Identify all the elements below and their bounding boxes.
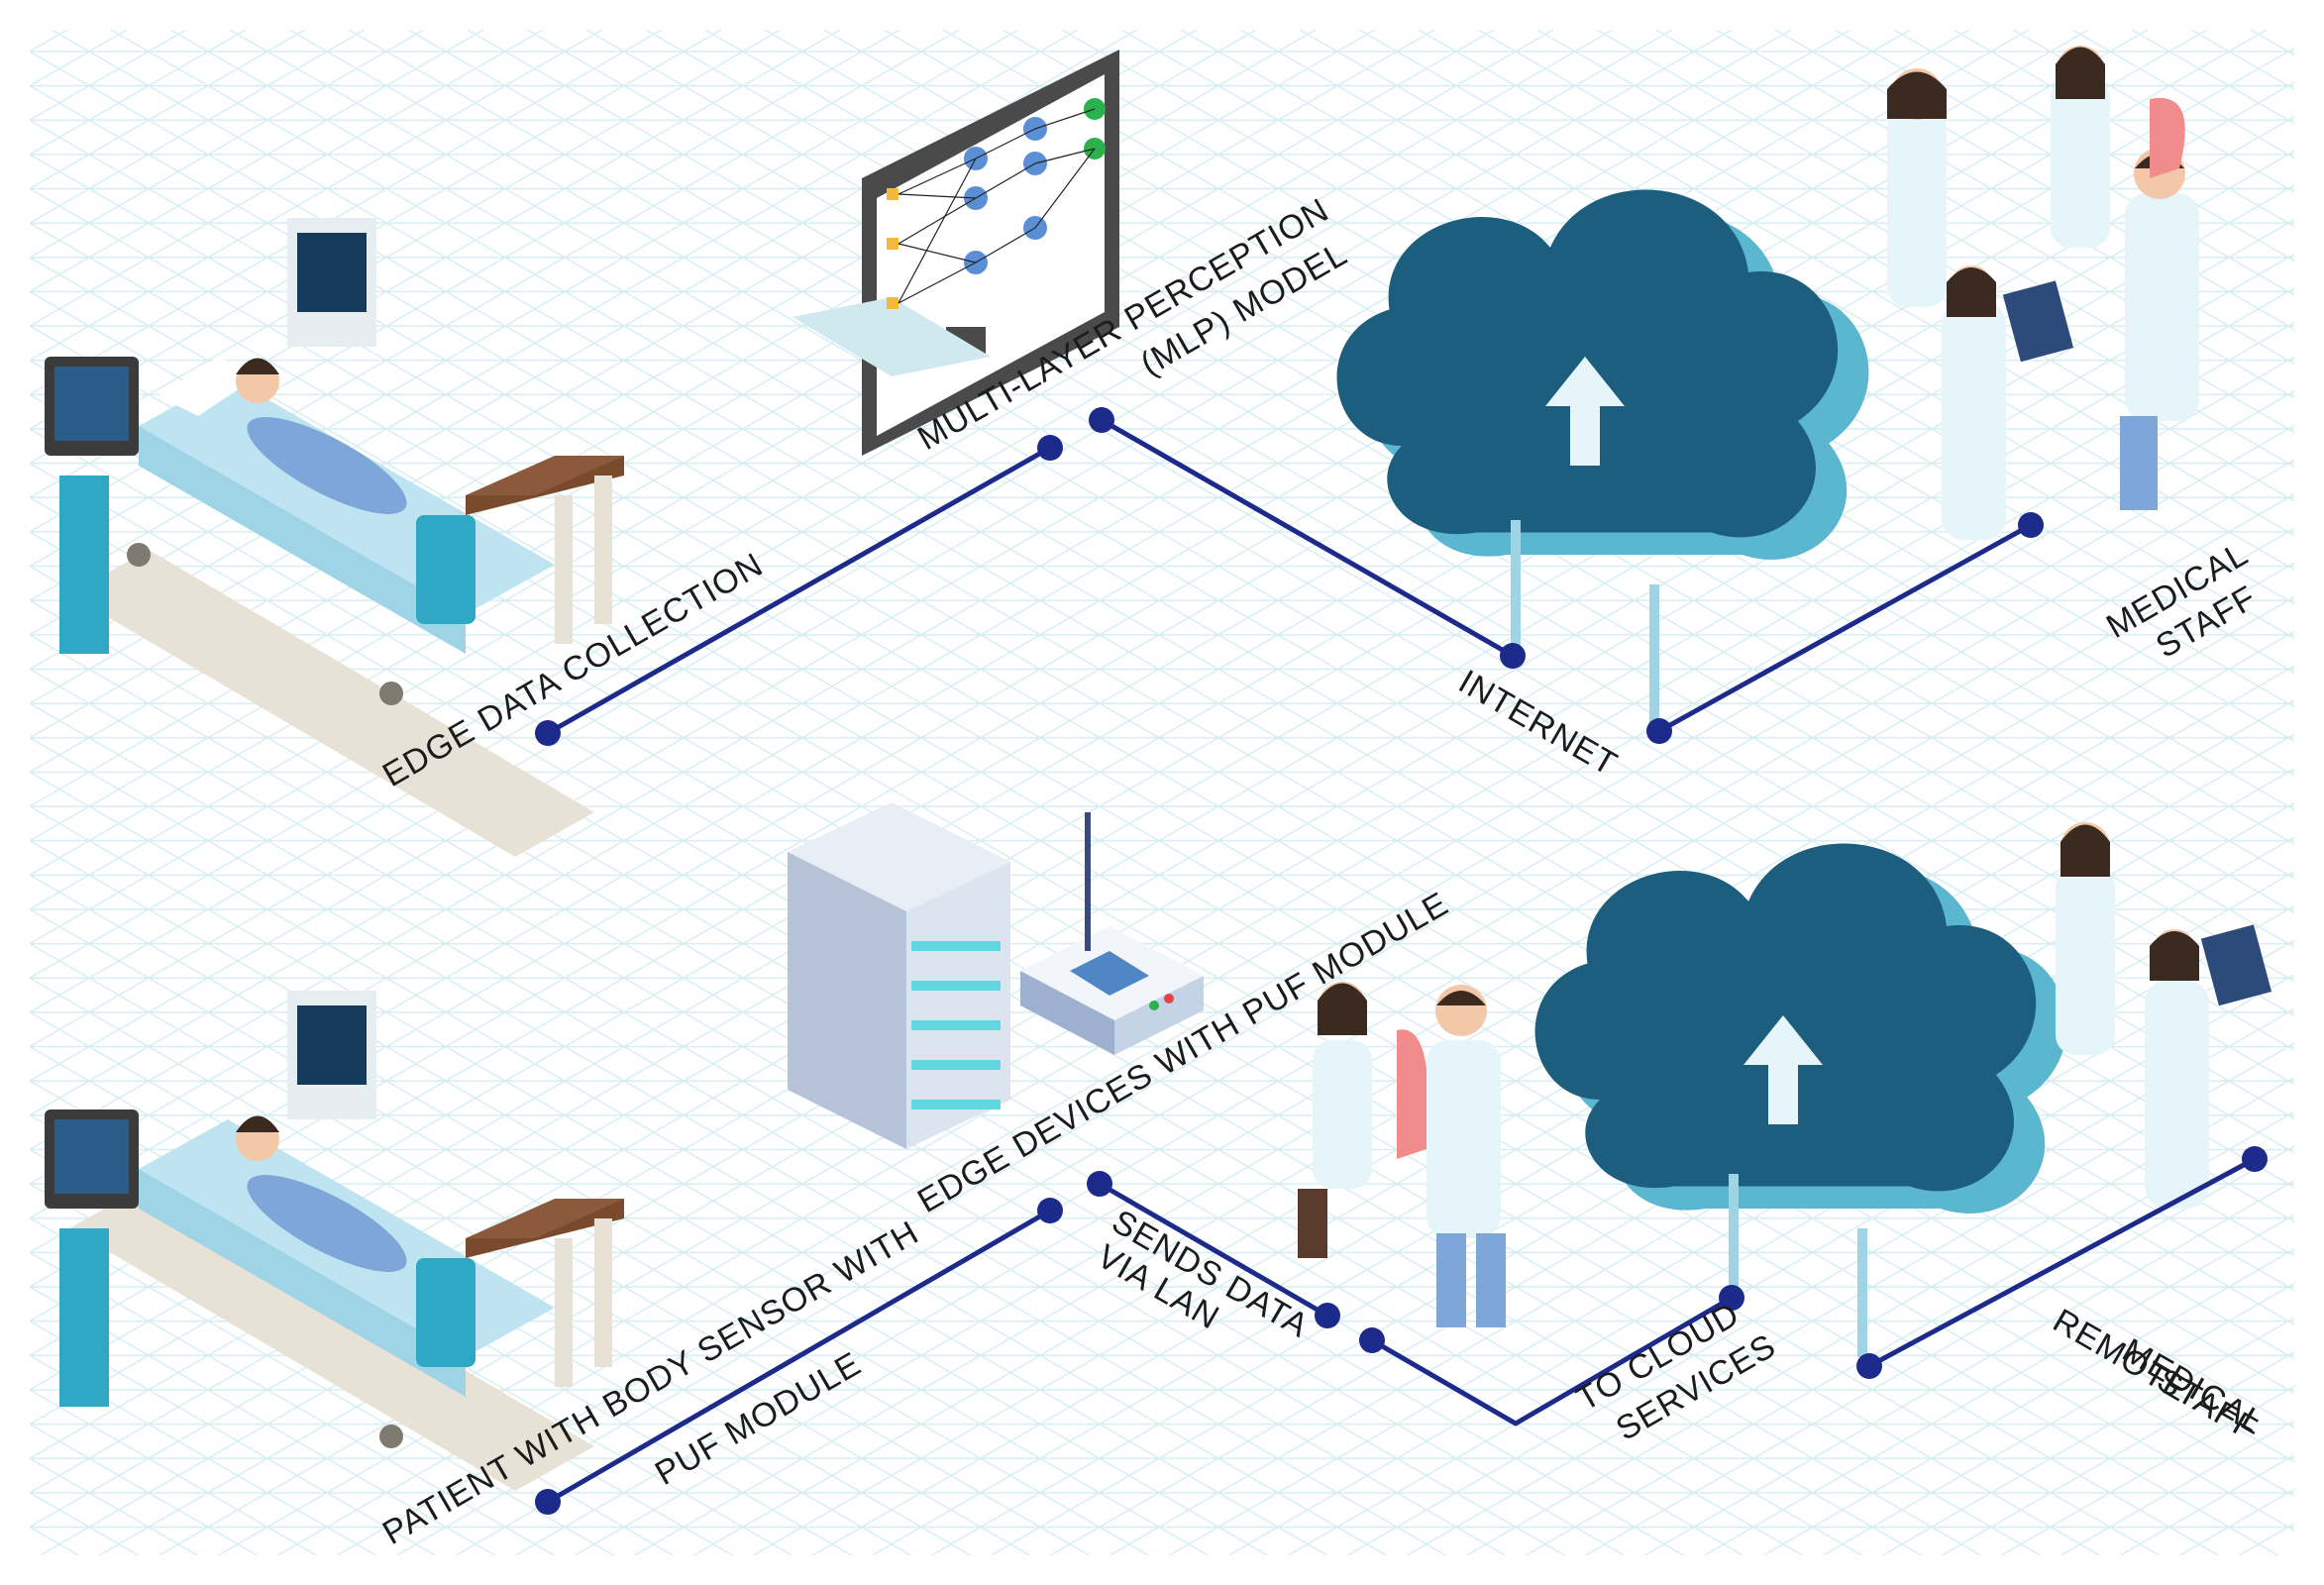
node-dot [1359,1327,1385,1353]
patient-bed-illustration-bottom [45,991,624,1491]
node-dot [1719,1285,1744,1311]
remote-medical-staff-illustration [2056,822,2272,1209]
cloud-upload-illustration-top [1336,189,1869,723]
node-dot [2242,1146,2268,1172]
medical-staff-illustration-top [1887,46,2199,540]
edge-server-router-illustration [788,802,1204,1149]
node-dot [2018,512,2044,538]
node-dot [535,1489,561,1515]
cloud-upload-illustration-bottom [1534,843,2067,1357]
node-dot [1856,1353,1882,1379]
doctors-lan-illustration [1298,982,1506,1327]
node-dot [535,720,561,746]
node-dot [1087,1171,1112,1197]
node-dot [1037,1198,1063,1223]
connector-lines [535,407,2268,1515]
mlp-monitor-illustration [792,50,1119,456]
patient-bed-illustration-top [45,218,624,857]
node-dot [1646,718,1672,744]
node-dot [1315,1303,1340,1328]
node-dot [1089,407,1114,433]
node-dot [1037,435,1063,461]
node-dot [1500,643,1526,669]
